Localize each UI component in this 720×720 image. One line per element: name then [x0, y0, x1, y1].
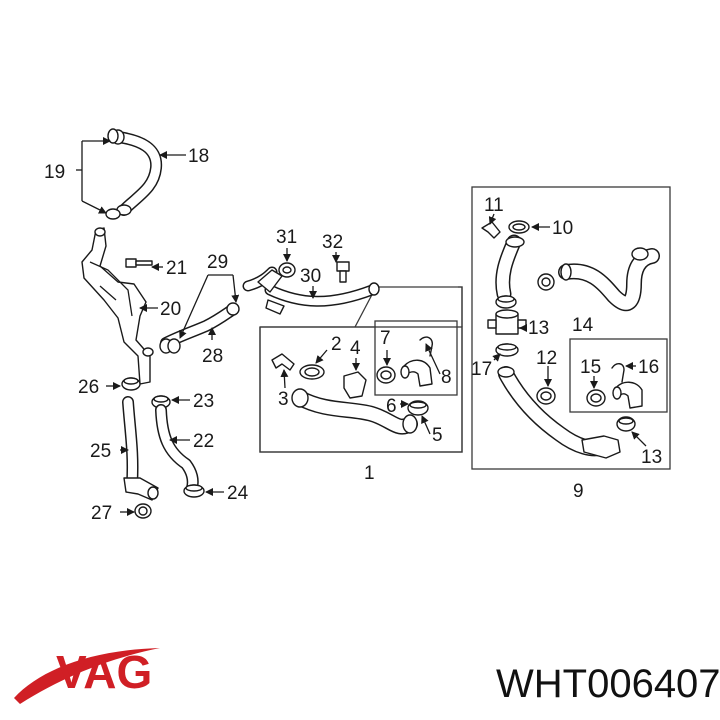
pipe-upper-9 — [495, 234, 525, 302]
callout-7: 7 — [380, 328, 391, 349]
callout-1: 1 — [364, 463, 375, 484]
callout-4: 4 — [350, 338, 361, 359]
group-box-1-outline — [259, 326, 463, 453]
group-box-1-top — [354, 286, 463, 328]
leader-5 — [421, 415, 431, 435]
clamp-19b — [105, 208, 121, 220]
leader-17 — [492, 353, 501, 362]
logo-text: VAG — [56, 646, 152, 698]
seal-2 — [299, 364, 325, 380]
group-box-14 — [569, 338, 668, 413]
clamp-17 — [495, 343, 519, 357]
clamp-24 — [183, 484, 205, 498]
callout-25: 25 — [90, 441, 111, 462]
vag-logo: VAG — [14, 646, 160, 704]
callout-16: 16 — [638, 357, 659, 378]
pipe-9 — [497, 366, 621, 459]
elbow-8 — [400, 336, 434, 387]
seal-10 — [508, 220, 530, 234]
callout-26: 26 — [78, 377, 99, 398]
callout-20: 20 — [160, 299, 181, 320]
callout-2: 2 — [331, 334, 342, 355]
callout-18: 18 — [188, 146, 209, 167]
callout-22: 22 — [193, 431, 214, 452]
tee-13 — [487, 309, 527, 335]
leader-11 — [488, 213, 497, 225]
callout-30: 30 — [300, 266, 321, 287]
bolt-21 — [125, 258, 153, 268]
group-box-7-8 — [374, 320, 458, 396]
hose-22 — [155, 404, 199, 494]
leader-8 — [425, 343, 441, 375]
bolt-32 — [336, 261, 350, 283]
callout-13a: 13 — [528, 318, 549, 339]
hose-28 — [159, 302, 240, 354]
clamp-26 — [121, 377, 141, 391]
clamp-5 — [407, 400, 429, 416]
callout-6: 6 — [386, 396, 397, 417]
elbow-14 — [612, 381, 643, 409]
hose-upper-right — [558, 247, 660, 312]
callout-23: 23 — [193, 391, 214, 412]
clamp-9b — [495, 295, 517, 309]
clamp-12 — [536, 387, 556, 405]
group-box-9 — [471, 186, 671, 470]
clamp-29 — [167, 338, 181, 354]
leader-19b — [81, 200, 107, 214]
callout-21: 21 — [166, 258, 187, 279]
clip-16 — [611, 363, 625, 383]
callout-15: 15 — [580, 357, 601, 378]
bracket-pipe-20 — [81, 227, 154, 385]
callout-14: 14 — [572, 315, 594, 336]
leader-3 — [280, 369, 289, 389]
callout-11: 11 — [484, 195, 504, 216]
callout-19: 19 — [44, 162, 65, 183]
callout-17: 17 — [471, 359, 492, 380]
callout-5: 5 — [432, 425, 443, 446]
clamp-13b — [616, 416, 636, 432]
callout-9: 9 — [573, 481, 584, 502]
leader-29b — [231, 274, 240, 303]
callout-13b: 13 — [641, 447, 662, 468]
callout-32: 32 — [322, 232, 343, 253]
callout-10: 10 — [552, 218, 573, 239]
callout-12: 12 — [536, 348, 557, 369]
seal-31 — [278, 262, 296, 278]
callout-27: 27 — [91, 503, 112, 524]
clamp-9a — [537, 273, 555, 291]
logo-swoosh — [14, 648, 160, 704]
leader-13b — [631, 431, 647, 447]
pipe-30 — [242, 266, 380, 315]
callout-3: 3 — [278, 389, 289, 410]
clip-11 — [481, 221, 501, 239]
seal-7 — [376, 366, 396, 384]
callout-29: 29 — [207, 252, 228, 273]
clip-2-3 — [271, 353, 295, 371]
hose-25 — [122, 396, 159, 501]
leader-29a — [179, 274, 209, 339]
callout-28: 28 — [202, 346, 223, 367]
hose-18 — [111, 129, 163, 216]
callout-31: 31 — [276, 227, 297, 248]
hose-6 — [291, 388, 418, 435]
callout-24: 24 — [227, 483, 249, 504]
clamp-27 — [134, 503, 152, 519]
callout-8: 8 — [441, 367, 452, 388]
leader-2 — [315, 349, 328, 364]
part-number: WHT006407 — [496, 662, 720, 706]
seal-15 — [586, 389, 606, 407]
bracket-4 — [343, 371, 367, 399]
